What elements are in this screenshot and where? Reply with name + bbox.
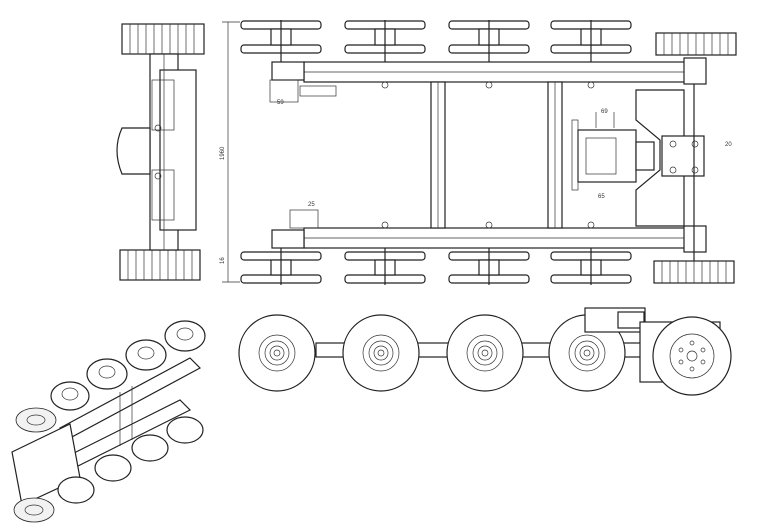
roller-bottom-1 <box>240 240 322 285</box>
side-drive-wheel <box>652 316 732 396</box>
roller-bottom-3 <box>448 240 530 285</box>
right-drive-wheel-top <box>655 32 737 56</box>
roller-top-1 <box>240 20 322 62</box>
iso-roller-2 <box>125 339 167 371</box>
gearbox-dim-label: 65 <box>598 194 605 200</box>
roller-top-4 <box>550 20 632 62</box>
side-elevation <box>238 307 732 396</box>
side-offset-label: 16 <box>220 257 226 264</box>
iso-roller-4 <box>50 381 90 411</box>
side-wheel-1 <box>238 314 316 392</box>
bottom-rail-rollers <box>240 240 632 285</box>
iso-roller-1 <box>164 320 206 352</box>
gearbox-mount: 20 <box>635 89 732 227</box>
side-wheel-4 <box>548 314 626 392</box>
side-wheel-3 <box>446 314 524 392</box>
bracket-width-label: 25 <box>308 202 315 208</box>
iso-roller-6 <box>131 434 169 462</box>
iso-drive-gear-top <box>15 407 57 433</box>
bracket-callouts: 59 25 <box>269 79 337 229</box>
isometric-view <box>11 320 206 523</box>
roller-top-2 <box>344 20 426 62</box>
motor-dim-label: 69 <box>601 109 608 115</box>
end-view-wheel-bottom <box>119 249 201 281</box>
iso-drive-gear-bottom <box>13 497 55 523</box>
shaft-dim-label: 20 <box>725 142 732 148</box>
side-wheel-2 <box>342 314 420 392</box>
cross-members <box>381 81 595 229</box>
iso-roller-7 <box>94 454 132 482</box>
top-view: 1960 16 <box>220 20 737 285</box>
right-drive-wheel-bottom <box>653 84 735 284</box>
roller-bottom-2 <box>344 240 426 285</box>
overall-length-dimension: 1960 16 <box>220 21 240 283</box>
roller-top-3 <box>448 20 530 62</box>
pulley-offset-label: 59 <box>277 100 284 106</box>
iso-roller-8 <box>57 476 95 504</box>
overall-length-label: 1960 <box>220 146 226 160</box>
iso-roller-3 <box>86 358 128 390</box>
iso-roller-5 <box>166 416 204 444</box>
end-view <box>116 23 205 281</box>
drive-motor: 69 65 <box>571 109 655 200</box>
end-view-wheel-top <box>121 23 205 55</box>
end-view-column <box>116 53 197 251</box>
top-rail-rollers <box>240 20 632 62</box>
frame-rails <box>271 57 707 253</box>
roller-bottom-4 <box>550 240 632 285</box>
